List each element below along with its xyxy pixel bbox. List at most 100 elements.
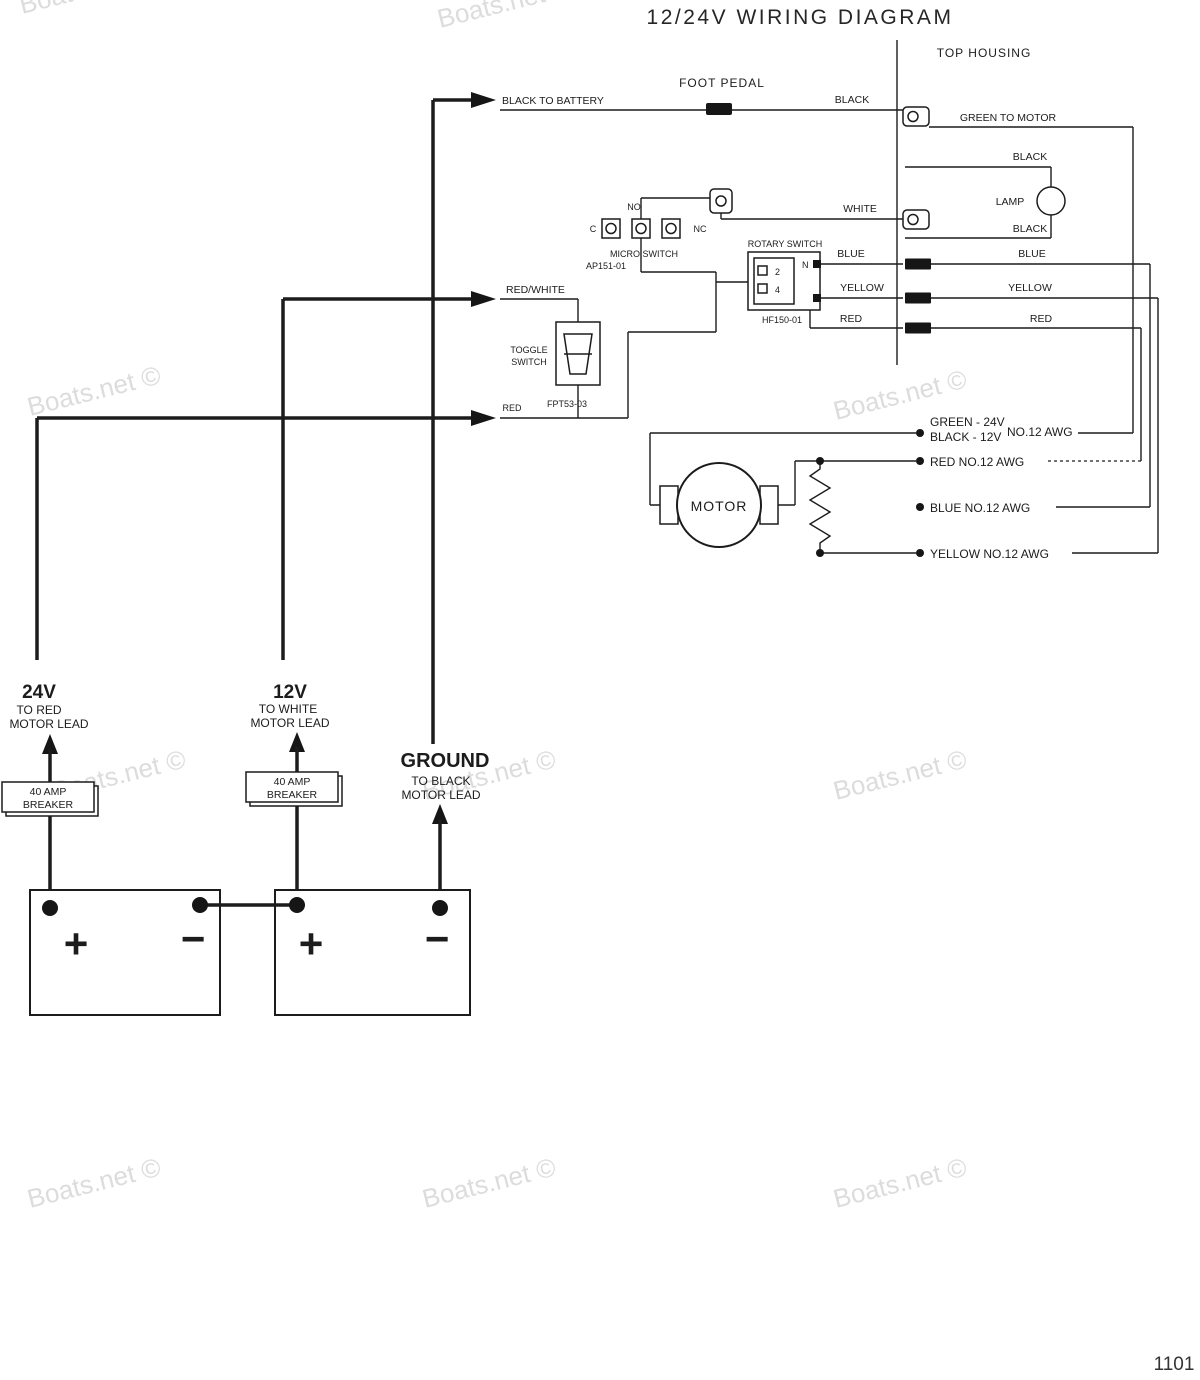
watermark-text: Boats.net © (16, 0, 155, 20)
white-wire-circuit: WHITE (720, 203, 930, 230)
red-white-circuit: RED/WHITE (281, 284, 579, 660)
terminal-screw-icon (907, 110, 919, 123)
junction-dot (816, 457, 824, 465)
rotary-part-label: HF150-01 (762, 315, 802, 325)
yellow-wire-right (931, 297, 1159, 553)
terminal-screw-icon (635, 222, 647, 235)
battery2-minus-sign: − (425, 915, 450, 962)
foot-pedal-label: FOOT PEDAL (679, 76, 765, 90)
24v-label: 24V (22, 682, 56, 703)
arrow-right-icon (471, 92, 496, 108)
24v-lead-label: MOTOR LEAD (9, 717, 88, 731)
red-wire-left (809, 310, 903, 329)
black-lamp-top-label: BLACK (1013, 151, 1047, 163)
awg-gauge-label: NO.12 AWG (1007, 425, 1073, 439)
red-right-label: RED (1030, 313, 1053, 325)
black-12v-label: BLACK - 12V (930, 430, 1001, 444)
black-wire-label: BLACK (835, 94, 869, 106)
rotary-n-label: N (802, 260, 809, 270)
foot-pedal-circuit: FOOT PEDAL BLACK TO BATTERY BLACK (431, 76, 930, 744)
breaker-box (1, 781, 95, 813)
battery1-plus-sign: + (64, 920, 89, 967)
white-wire (720, 213, 903, 220)
red-feed-circuit (35, 410, 628, 660)
battery-terminal (432, 900, 448, 916)
terminal-screw-icon (665, 222, 677, 235)
motor-feed-wire (649, 432, 916, 506)
wire-splice-marker (905, 292, 931, 304)
blue-awg-label: BLUE NO.12 AWG (930, 501, 1030, 515)
breaker-box (245, 771, 339, 803)
watermark-text: Boats.net © (830, 744, 969, 806)
lamp-wire-top (905, 166, 1052, 187)
junction-dot (916, 457, 924, 465)
watermark-text: Boats.net © (419, 1152, 558, 1214)
motor-return-wire (778, 460, 916, 506)
micro-switch: NO C NC MICRO SWITCH AP151-01 (586, 188, 733, 418)
motor-tab (659, 485, 679, 525)
micro-switch-label: MICRO SWITCH (610, 249, 678, 259)
junction-dot (816, 549, 824, 557)
lamp-circuit: BLACK LAMP BLACK (905, 151, 1066, 239)
yellow-left-label: YELLOW (840, 282, 884, 294)
rotary-2-label: 2 (775, 267, 780, 277)
toggle-label-1: TOGGLE (510, 345, 547, 355)
watermark-text: Boats.net © (24, 360, 163, 422)
terminal-screw-icon (605, 222, 617, 235)
yellow-awg-label: YELLOW NO.12 AWG (930, 547, 1049, 561)
motor-label: MOTOR (691, 498, 748, 514)
rotary-4-label: 4 (775, 285, 780, 295)
color-wires: BLUE BLUE YELLOW YELLOW RED RED (809, 248, 1159, 553)
top-housing: TOP HOUSING (896, 40, 1030, 365)
toggle-label-2: SWITCH (511, 357, 547, 367)
red-feed-wire (35, 416, 471, 660)
junction-dot (916, 429, 924, 437)
green-to-motor-label: GREEN TO MOTOR (960, 112, 1057, 124)
battery-section: 24V TO RED MOTOR LEAD 40 AMP BREAKER 12V… (1, 682, 490, 1016)
ground-lead-label: MOTOR LEAD (401, 788, 480, 802)
micro-c-label: C (590, 224, 597, 234)
black-to-battery-label: BLACK TO BATTERY (502, 95, 604, 107)
wire-splice-marker (706, 103, 732, 115)
toggle-switch: TOGGLE SWITCH RED FPT53-03 (502, 321, 601, 418)
arrow-right-icon (471, 410, 496, 426)
breaker-line1: 40 AMP (274, 776, 311, 788)
toggle-red-label: RED (502, 403, 522, 413)
green-24v-label: GREEN - 24V (930, 415, 1005, 429)
ground-to-label: TO BLACK (411, 774, 470, 788)
ground-label: GROUND (401, 750, 490, 772)
lamp-icon (1036, 186, 1066, 216)
green-to-motor-wire: GREEN TO MOTOR (929, 112, 1134, 433)
12v-to-label: TO WHITE (259, 702, 317, 716)
junction-dot (916, 503, 924, 511)
12v-lead-label: MOTOR LEAD (250, 716, 329, 730)
arrow-right-icon (471, 291, 496, 307)
yellow-right-label: YELLOW (1008, 282, 1052, 294)
breaker-line1: 40 AMP (30, 786, 67, 798)
motor-tab (759, 485, 779, 525)
watermark-text: Boats.net © (24, 1152, 163, 1214)
blue-left-label: BLUE (837, 248, 864, 260)
watermark-text: Boats.net © (830, 1152, 969, 1214)
red-wire-right (931, 327, 1142, 461)
rotary-pin (813, 260, 821, 268)
rotary-switch-label: ROTARY SWITCH (748, 239, 823, 249)
white-wire-label: WHITE (843, 203, 877, 215)
junction-dot (916, 549, 924, 557)
breaker-line2: BREAKER (23, 799, 74, 811)
rotary-terminal (757, 283, 768, 294)
lamp-wire-bottom (905, 215, 1052, 239)
toggle-part-label: FPT53-03 (547, 399, 587, 409)
rotary-pin (813, 294, 821, 302)
battery2-plus-sign: + (299, 920, 324, 967)
micro-nc-label: NC (694, 224, 707, 234)
green-wire (929, 126, 1134, 433)
24v-to-label: TO RED (16, 703, 61, 717)
battery-1 (29, 889, 221, 1016)
rotary-inner (753, 257, 795, 305)
watermarks: Boats.net © Boats.net © Boats.net © Boat… (16, 0, 969, 1214)
micro-part-label: AP151-01 (586, 261, 626, 271)
page-number: 1101 (1154, 1354, 1195, 1375)
micro-no-label: NO (627, 202, 641, 212)
